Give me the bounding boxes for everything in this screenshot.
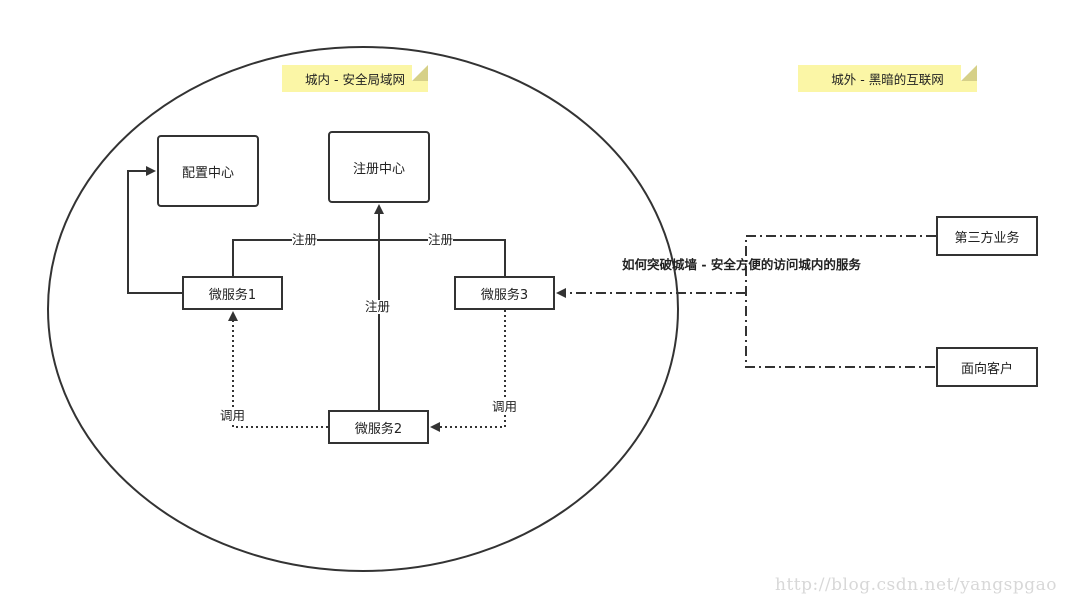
note-fold-icon — [961, 65, 977, 81]
microservice-2-node[interactable]: 微服务2 — [328, 410, 429, 444]
edge-label-call-right: 调用 — [492, 399, 518, 414]
edge-label-register-right: 注册 — [428, 232, 454, 247]
zone-label-outer-text: 城外 - 黑暗的互联网 — [831, 72, 944, 87]
config-center-node[interactable]: 配置中心 — [157, 135, 259, 207]
edge-label-register-mid: 注册 — [365, 299, 391, 314]
zone-label-outer: 城外 - 黑暗的互联网 — [798, 65, 977, 92]
zone-label-inner: 城内 - 安全局域网 — [282, 65, 428, 92]
edge-label-register-left: 注册 — [292, 232, 318, 247]
city-wall-ellipse — [47, 46, 679, 572]
edge-call-ms3-ms2 — [430, 310, 506, 432]
registry-center-node[interactable]: 注册中心 — [328, 131, 430, 203]
edge-call-ms2-ms1 — [228, 311, 328, 428]
customer-node[interactable]: 面向客户 — [936, 347, 1038, 387]
zone-label-inner-text: 城内 - 安全局域网 — [305, 72, 405, 87]
microservice-1-node[interactable]: 微服务1 — [182, 276, 283, 310]
third-party-node[interactable]: 第三方业务 — [936, 216, 1038, 256]
watermark: http://blog.csdn.net/yangspgao — [775, 575, 1057, 595]
microservice-3-node[interactable]: 微服务3 — [454, 276, 555, 310]
edge-ms1-config — [127, 166, 183, 294]
note-fold-icon — [412, 65, 428, 81]
edge-external-bracket — [745, 235, 936, 368]
edge-register-bus — [232, 239, 506, 276]
question-label: 如何突破城墙 - 安全方便的访问城内的服务 — [622, 257, 861, 272]
edge-label-call-left: 调用 — [220, 408, 246, 423]
